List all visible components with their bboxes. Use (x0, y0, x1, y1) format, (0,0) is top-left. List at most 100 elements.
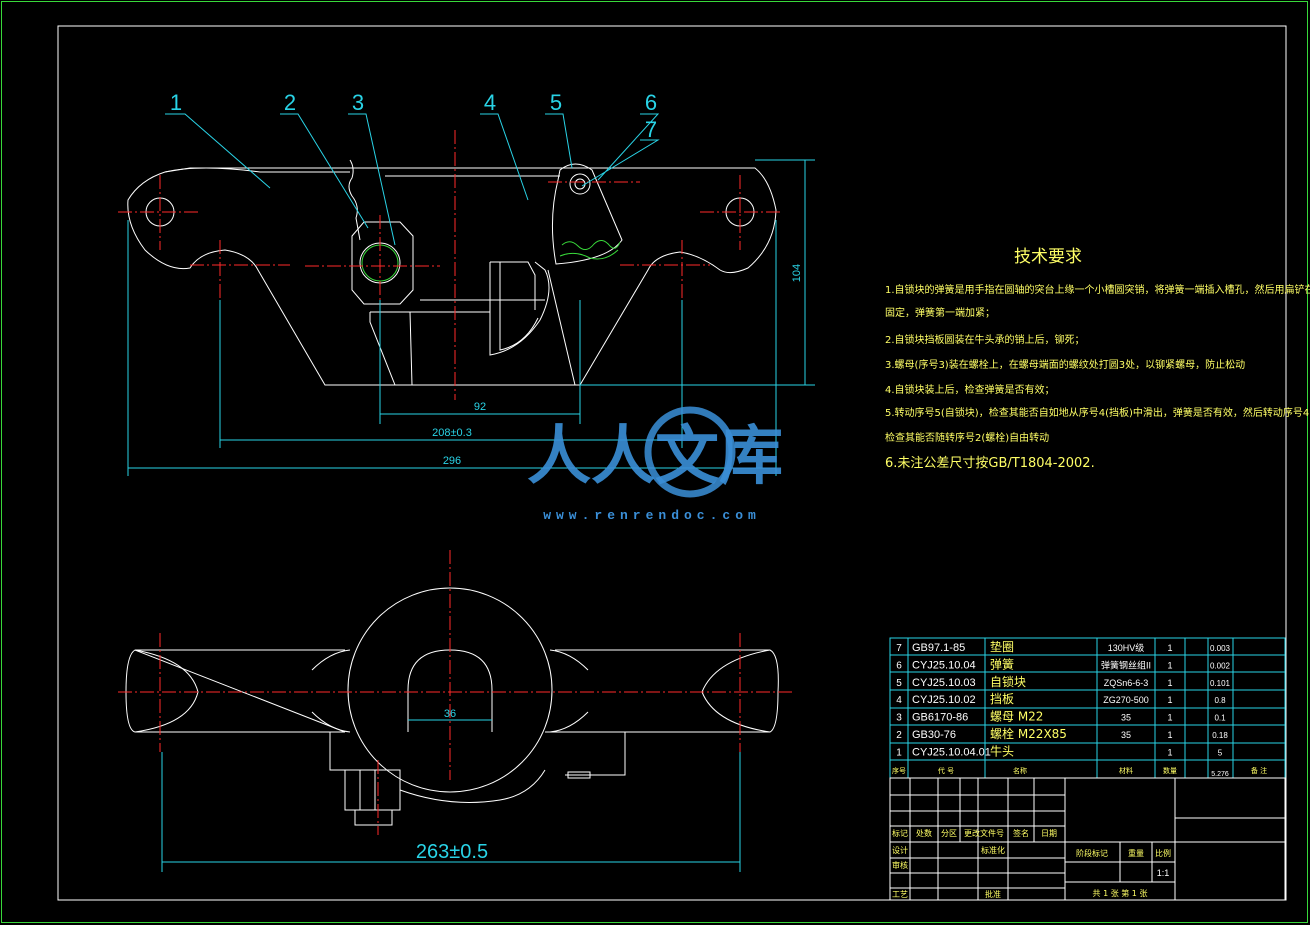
tech-line-2: 固定，弹簧第一端加紧； (885, 306, 995, 319)
tech-line-6: 5.转动序号5(自锁块)，检查其能否自如地从序号4(挡板)中滑出，弹簧是否有效，… (885, 406, 1310, 419)
bom-cell-name: 弹簧 (990, 656, 1014, 671)
dim-263: 263±0.5 (161, 752, 741, 872)
bom-cell-name: 螺母 M22 (990, 710, 1043, 724)
balloon-3: 3 (352, 90, 364, 115)
title-block: 标记 处数 分区 更改文件号 签名 日期 设计 标准化 审核 工艺 批准 阶段标… (889, 777, 1286, 901)
bom-h-note: 备 注 (1251, 766, 1267, 775)
left-lobe (164, 167, 350, 173)
body-outline (127, 167, 777, 386)
balloon-6: 6 (645, 90, 657, 115)
balloon-4: 4 (484, 90, 496, 115)
bom-cell-mat: ZG270-500 (1103, 695, 1149, 705)
bom-cell-no: 1 (896, 747, 902, 758)
tb-weight: 重量 (1128, 848, 1144, 858)
dim-296: 296 (127, 220, 777, 476)
tb-r1-2: 分区 (941, 829, 957, 838)
tb-design: 设计 (892, 845, 908, 855)
bottom-curve (399, 769, 546, 803)
bom-cell-mat: 弹簧钢丝组II (1101, 659, 1151, 670)
tb-sheets: 共 1 张 第 1 张 (1093, 888, 1148, 898)
bom-cell-name: 自锁块 (990, 674, 1026, 689)
lower-block (369, 311, 413, 386)
watermark-logo-ring (644, 406, 736, 498)
centerline-v-left (159, 175, 741, 250)
balloon-1: 1 (170, 90, 182, 115)
dim-36: 36 (408, 708, 492, 721)
dim-104-text: 104 (791, 264, 803, 282)
tb-r1-5: 日期 (1041, 829, 1057, 838)
tech-line-3: 2.自锁块挡板圆装在牛头承的销上后，铆死； (885, 333, 1085, 346)
bom-cell-wt: 0.8 (1214, 696, 1226, 705)
tech-line-1: 1.自锁块的弹簧是用手指在圆轴的突台上缘一个小槽圆突销，将弹簧一端插入槽孔，然后… (885, 283, 1310, 296)
tech-line-5: 4.自锁块装上后，检查弹簧是否有效； (885, 383, 1055, 396)
tb-approve: 批准 (985, 889, 1001, 899)
bom-cell-wt: 0.003 (1210, 644, 1231, 653)
tb-r1-3: 更改文件号 (964, 828, 1004, 838)
tech-title: 技术要求 (1014, 247, 1082, 267)
watermark-text: 人人文库 (527, 420, 783, 494)
bom-cell-wt: 0.101 (1210, 679, 1231, 688)
dim-208-text: 208±0.3 (432, 427, 472, 439)
bom-cell-qty: 1 (1167, 747, 1172, 757)
leaders (165, 113, 660, 246)
balloon-2: 2 (284, 90, 296, 115)
bom-cell-qty: 1 (1167, 660, 1172, 670)
top-view: 36 263±0.5 (118, 550, 795, 872)
small-tab (567, 771, 591, 779)
cam-curve (499, 262, 539, 351)
tech-line-4: 3.螺母(序号3)装在螺栓上，在螺母端面的螺纹处打圆3处，以铆紧螺母，防止松动 (885, 358, 1245, 371)
watermark-url: www.renrendoc.com (543, 508, 761, 523)
bom-cell-wt: 0.18 (1212, 731, 1228, 740)
bom-cell-no: 2 (896, 730, 902, 741)
bom-cell-mat: 35 (1121, 730, 1131, 740)
tb-check: 审核 (892, 860, 908, 870)
bom-h-code: 代 号 (938, 766, 954, 775)
bom-cell-no: 3 (896, 713, 902, 724)
centerline-lobes (219, 240, 683, 300)
bom-cell-qty: 1 (1167, 730, 1172, 740)
bom-cell-name: 牛头 (990, 743, 1014, 758)
top-boss (347, 587, 553, 793)
centerline-bolt (305, 215, 440, 320)
bom-h-qty: 数量 (1163, 766, 1177, 775)
hook-notch (348, 159, 361, 241)
bom-cell-qty: 1 (1167, 695, 1172, 705)
bom-cell-name: 挡板 (990, 692, 1014, 706)
bom-cell-name: 螺栓 M22X85 (990, 726, 1067, 741)
dim-36-text: 36 (444, 708, 456, 720)
tb-scale: 比例 (1155, 848, 1171, 858)
pin-circle (569, 173, 591, 195)
centerline-long (190, 130, 710, 400)
bom-cell-wt: 0.1 (1214, 714, 1226, 723)
bom-cell-qty: 1 (1167, 713, 1172, 723)
right-slope-inner (547, 269, 576, 386)
bom-cell-wt: 5 (1218, 748, 1223, 757)
bom-h-name: 名称 (1013, 766, 1027, 775)
dim-296-text: 296 (443, 455, 461, 467)
bom-cell-mat: ZQSn6-6-3 (1104, 678, 1149, 688)
plate-line (385, 175, 560, 313)
balloon-7: 7 (645, 117, 657, 142)
bom-cell-wt: 0.002 (1210, 661, 1231, 670)
tech-requirements: 技术要求 1.自锁块的弹簧是用手指在圆轴的突台上缘一个小槽圆突销，将弹簧一端插入… (885, 247, 1310, 471)
bom-cell-qty: 1 (1167, 643, 1172, 653)
bom-cell-code: CYJ25.10.04.01 (912, 746, 991, 758)
tb-stage: 阶段标记 (1076, 848, 1108, 858)
bom-cell-code: GB30-76 (912, 729, 956, 741)
dim-104: 104 (580, 159, 815, 386)
pin-inner (574, 178, 586, 190)
tb-scale-val: 1:1 (1157, 868, 1170, 878)
bom-cell-code: CYJ25.10.02 (912, 694, 976, 706)
bom-cell-name: 垫圈 (990, 639, 1014, 654)
bom-h-no: 序号 (892, 766, 906, 775)
tb-r1-1: 处数 (916, 828, 932, 838)
center-block (489, 261, 550, 356)
drawing-frame (57, 25, 1287, 901)
tb-craft: 工艺 (892, 890, 908, 899)
tb-r1-4: 签名 (1013, 828, 1029, 838)
nut-hex (351, 221, 414, 305)
tech-line-8: 6.未注公差尺寸按GB/T1804-2002. (885, 456, 1095, 471)
bom-cell-no: 4 (896, 695, 902, 706)
